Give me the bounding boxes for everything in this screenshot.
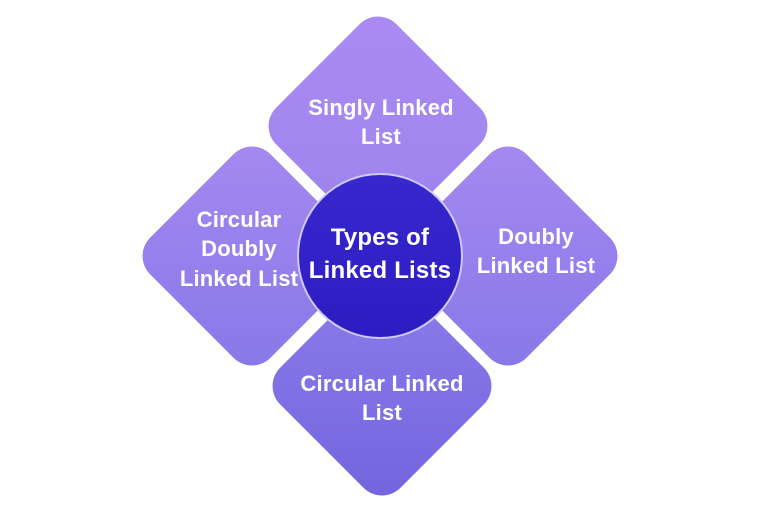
center-circle [297,173,463,339]
label-doubly-linked-list: Doubly Linked List [476,223,596,278]
label-singly-linked-list: Singly Linked List [308,94,454,149]
label-circular-doubly-linked-list: Circular Doubly Linked List [179,207,299,291]
label-center-title: Types of Linked Lists [308,223,452,284]
label-circular-linked-list: Circular Linked List [300,370,464,425]
